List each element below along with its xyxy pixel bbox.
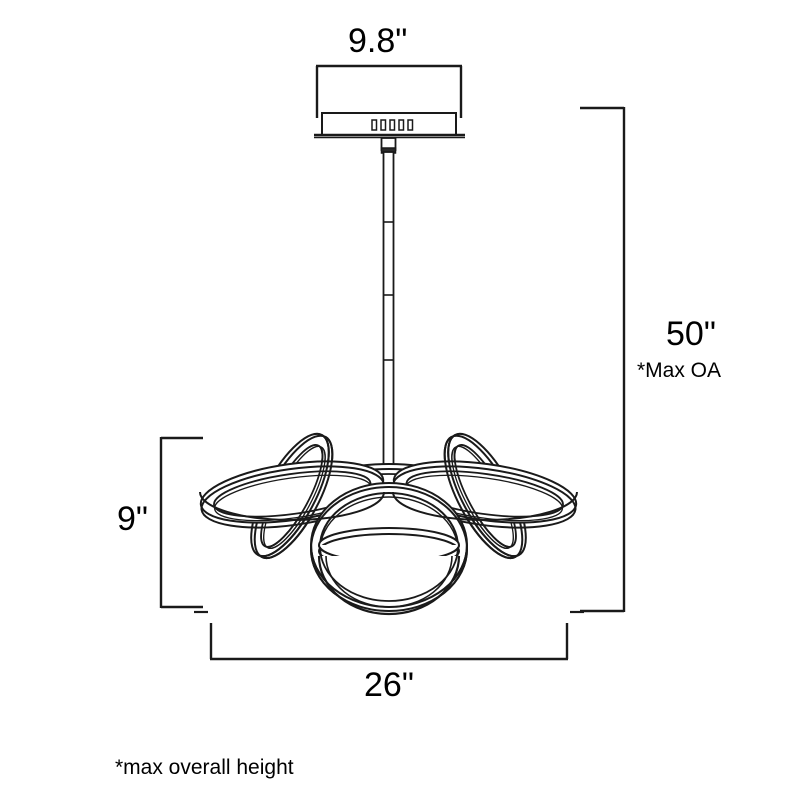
dimension-diameter-label: 26" [364, 666, 414, 704]
dimension-width-top-label: 9.8" [348, 22, 408, 60]
dome-diffuser [317, 527, 461, 616]
dimension-diameter [194, 610, 584, 661]
dimension-overall-height-label: 50" [666, 315, 716, 353]
dimension-fixture-height-label: 9" [117, 500, 148, 538]
dimension-fixture-height [159, 436, 203, 609]
dimension-overall-height-note: *Max OA [637, 359, 722, 382]
canopy [314, 112, 465, 154]
ring-cluster-center [310, 482, 468, 616]
ring-cluster-left [199, 432, 385, 560]
dimension-overall-height [580, 106, 626, 613]
footnote: *max overall height [115, 756, 294, 779]
ring-front-arcs [199, 491, 578, 521]
stem-rod [382, 151, 395, 483]
canopy-vent-slots [371, 119, 414, 131]
dimension-width-top [315, 64, 463, 118]
